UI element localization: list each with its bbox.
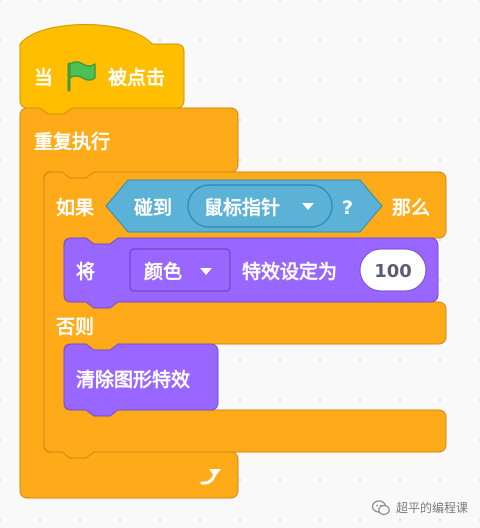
hat-suffix: 被点击 [108,66,165,89]
when-flag-clicked-block[interactable]: 当 被点击 [19,24,185,115]
effect-value-input[interactable]: 100 [359,248,427,292]
set-effect-suffix: 特效设定为 [242,260,337,283]
forever-label: 重复执行 [34,130,110,153]
touching-label: 碰到 [134,196,172,219]
repeat-arrow-icon [200,469,221,485]
watermark-text: 超平的编程课 [395,501,468,515]
wechat-icon [371,499,390,515]
if-else-block[interactable]: 如果 那么 否则 [43,171,447,459]
effect-dropdown[interactable]: 颜色 [129,248,231,292]
hat-prefix: 当 [34,66,53,89]
touching-block[interactable]: 碰到 鼠标指针 ? [105,179,383,233]
touching-target-dropdown[interactable]: 鼠标指针 [187,184,333,228]
forever-block[interactable]: 重复执行 [19,107,239,499]
clear-effects-label: 清除图形特效 [76,368,190,391]
touching-target-value: 鼠标指针 [204,196,280,219]
dropdown-arrow-icon [302,203,314,210]
else-label: 否则 [55,316,94,338]
if-label: 如果 [56,196,94,219]
if-else-block-shape [43,171,447,459]
clear-effects-block-shape [63,343,219,417]
set-effect-prefix: 将 [76,260,95,283]
green-flag-icon [67,61,96,92]
then-label: 那么 [392,197,430,219]
touching-question-mark: ? [342,197,353,219]
effect-value: 100 [374,261,412,282]
watermark: 超平的编程课 [371,499,468,516]
hat-block-shape [19,24,185,115]
set-effect-block[interactable]: 将 颜色 特效设定为 100 [63,237,439,309]
effect-dropdown-value: 颜色 [144,260,182,283]
dropdown-arrow-icon [200,268,212,275]
clear-effects-block[interactable]: 清除图形特效 [63,343,219,417]
